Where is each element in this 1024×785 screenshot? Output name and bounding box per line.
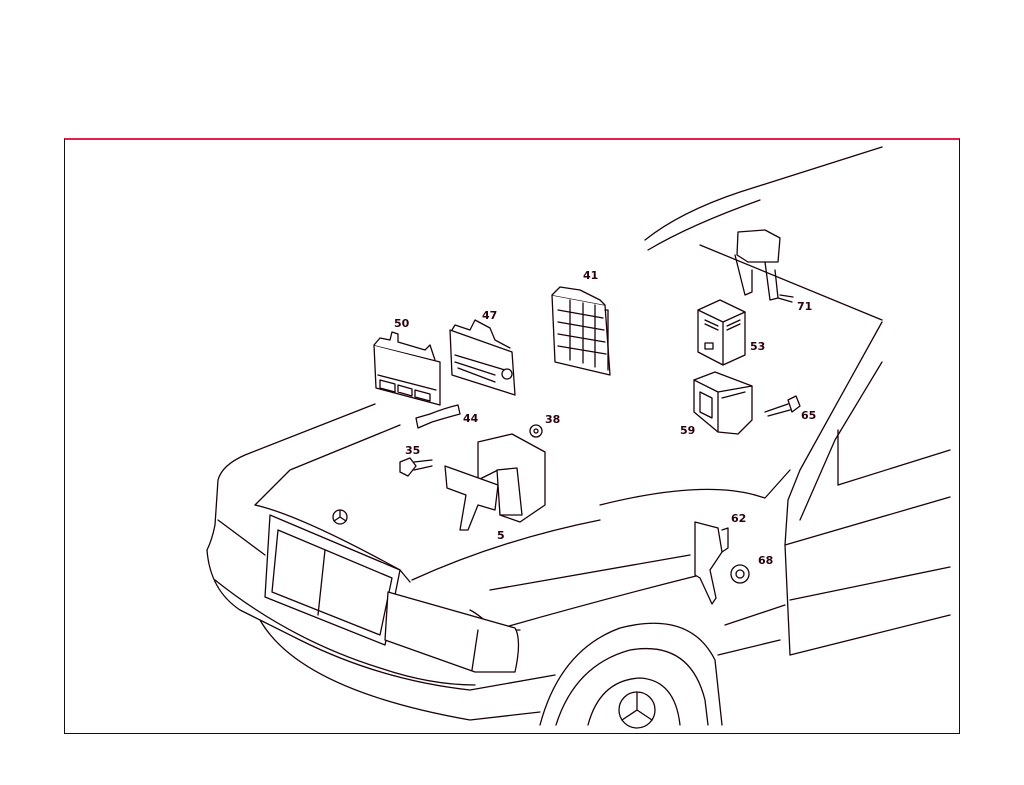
part-38-washer[interactable] [529,424,543,438]
part-5-bracket[interactable] [444,433,546,531]
callout-71[interactable]: 71 [797,300,812,313]
callout-53[interactable]: 53 [750,340,765,353]
callout-47[interactable]: 47 [482,309,497,322]
part-71-relay-bracket[interactable] [734,229,794,303]
callout-5[interactable]: 5 [497,529,505,542]
part-50-control-unit[interactable] [373,331,441,406]
callout-59[interactable]: 59 [680,424,695,437]
part-44-clip[interactable] [415,404,461,429]
callout-62[interactable]: 62 [731,512,746,525]
part-41-fuse-relay-box[interactable] [551,286,611,376]
wheel-star-icon [618,691,656,729]
part-68-grommet[interactable] [730,564,750,584]
callout-65[interactable]: 65 [801,409,816,422]
part-35-screw[interactable] [399,457,433,477]
part-65-screw[interactable] [764,395,801,417]
callout-38[interactable]: 38 [545,413,560,426]
callout-44[interactable]: 44 [463,412,479,425]
callout-41[interactable]: 41 [583,269,598,282]
diagram-frame [64,138,960,734]
mercedes-star-icon [332,509,348,525]
part-62-bracket[interactable] [694,521,729,605]
part-59-relay-socket[interactable] [693,371,753,435]
callout-68[interactable]: 68 [758,554,773,567]
callout-50[interactable]: 50 [394,317,410,330]
callout-35[interactable]: 35 [405,444,420,457]
part-47-control-unit[interactable] [449,319,516,396]
part-53-relay[interactable] [697,299,746,366]
car-outline [206,146,951,729]
